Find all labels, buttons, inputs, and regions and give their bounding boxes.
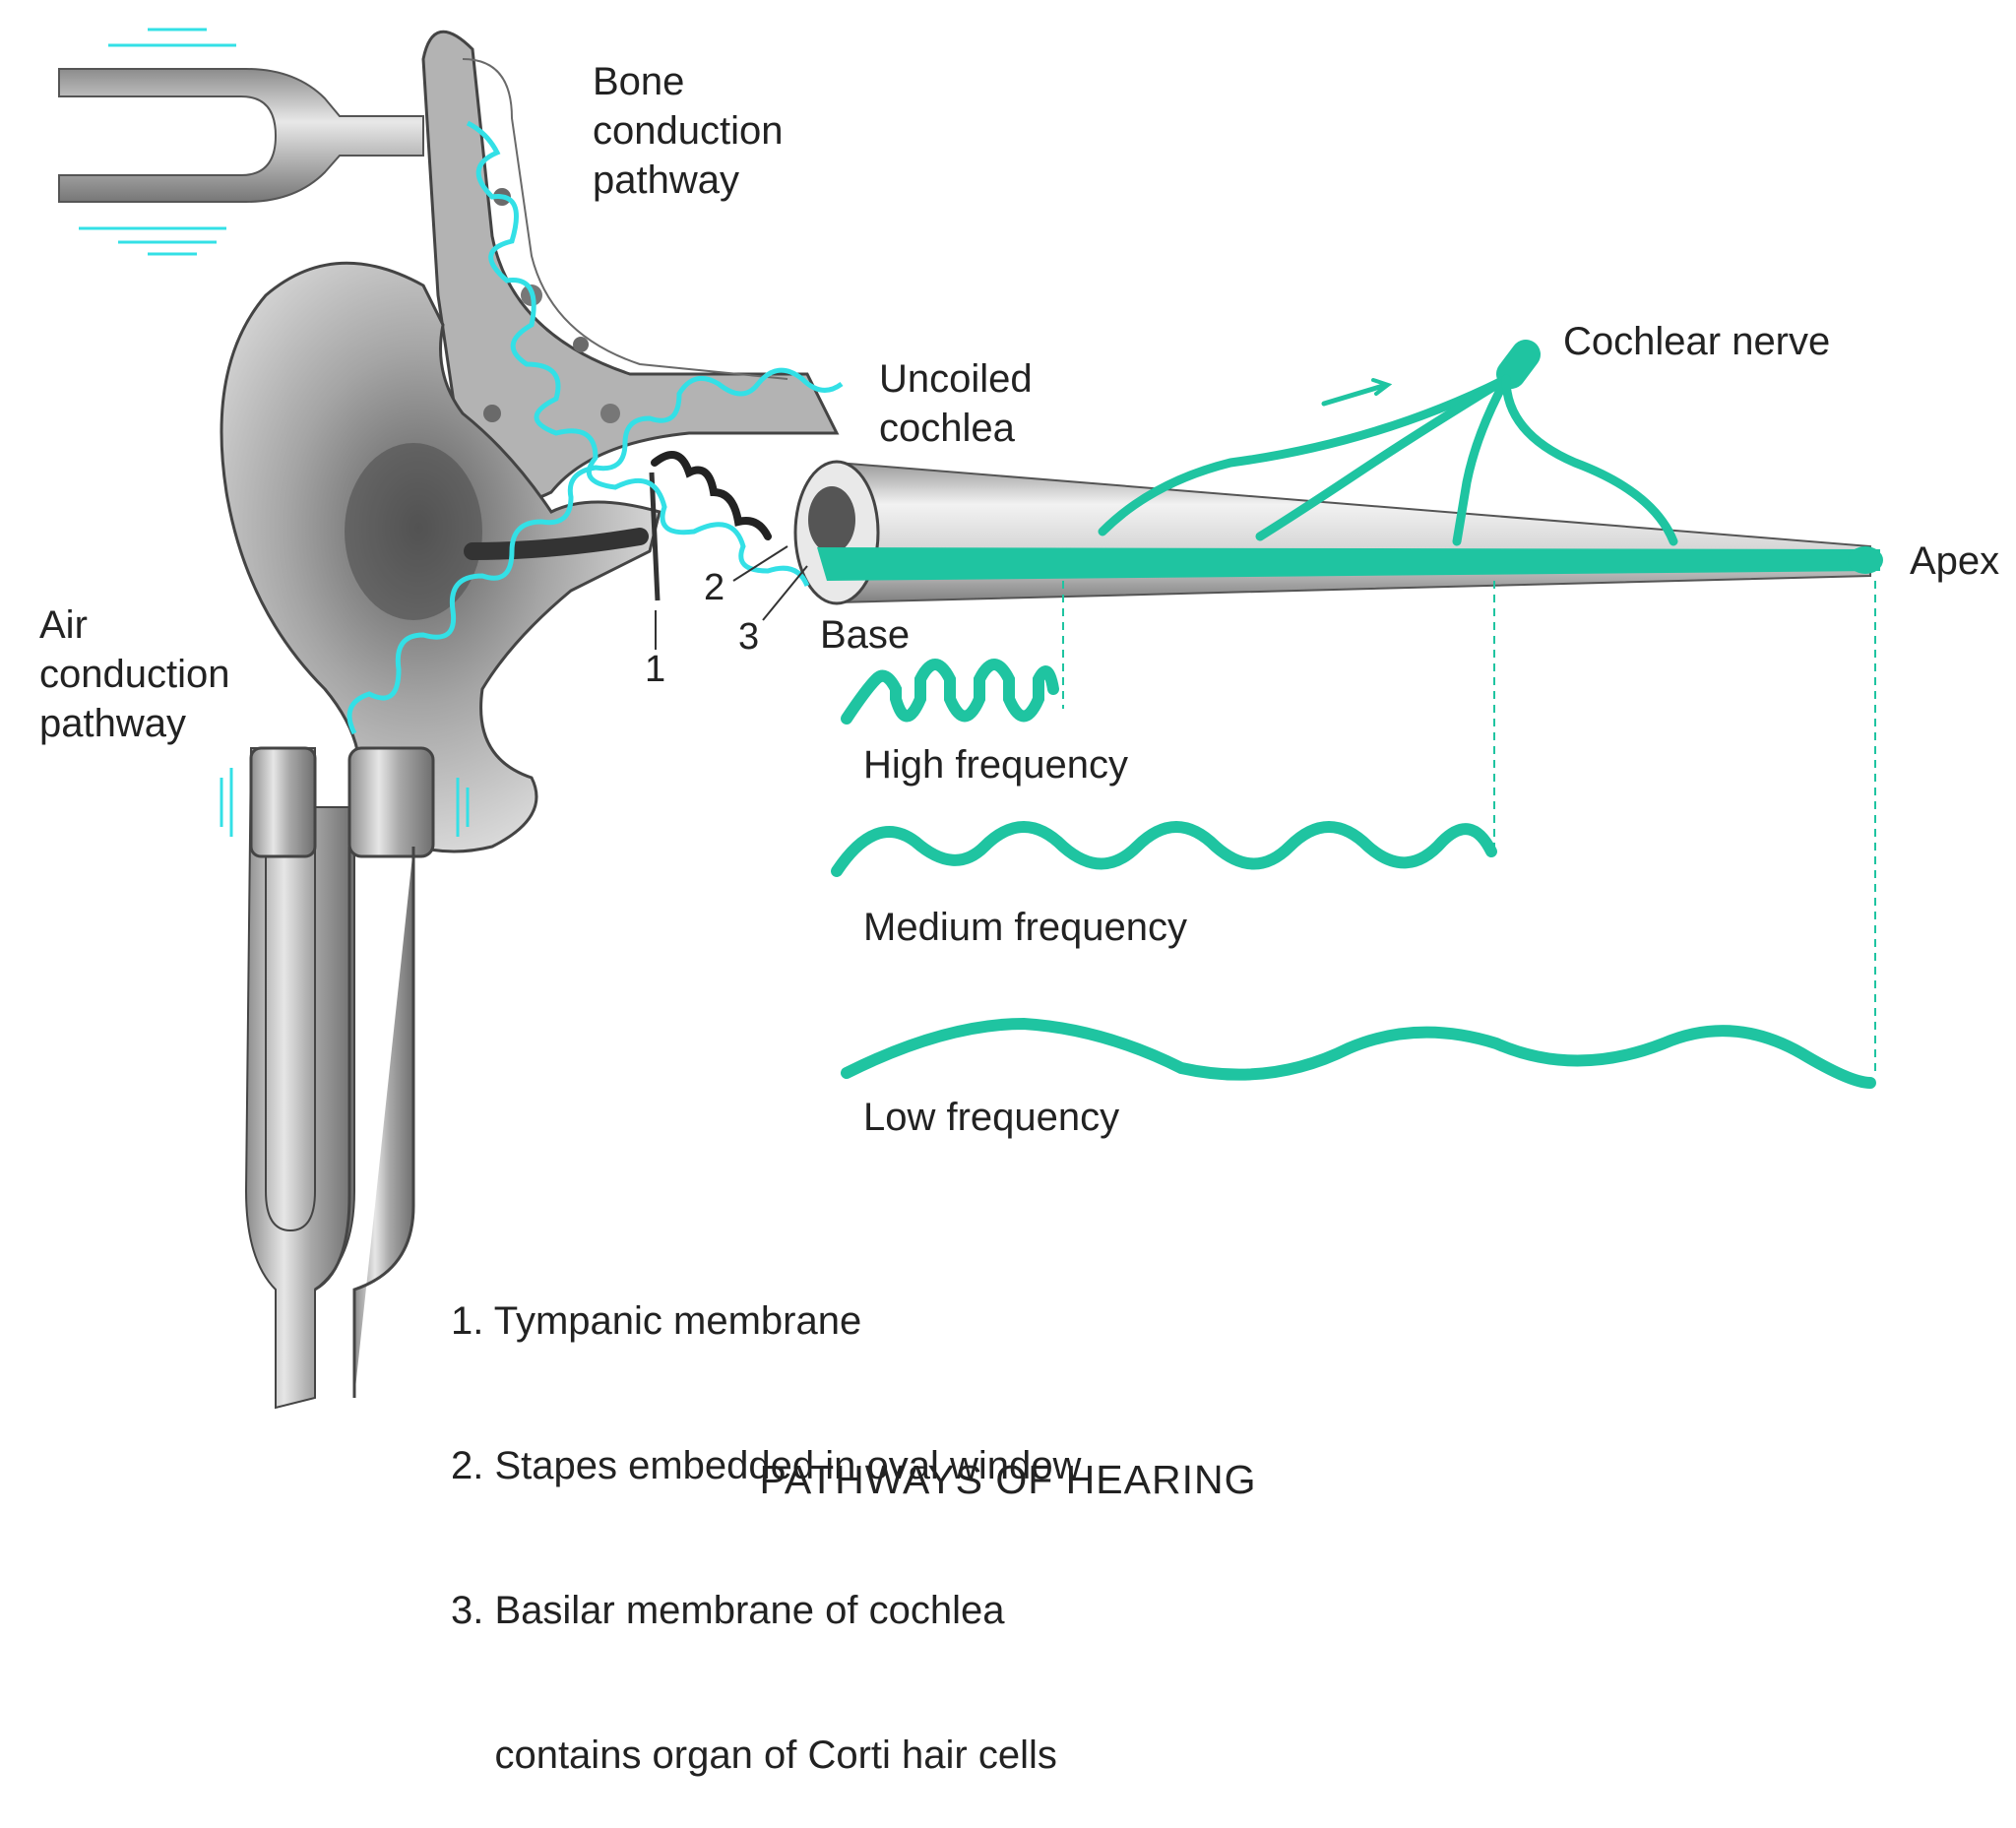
legend-item-2: 2. Stapes embedded in oval window [451,1444,1082,1487]
legend: 1. Tympanic membrane 2. Stapes embedded … [451,1201,1081,1828]
cochlea-icon [793,460,1883,605]
middle-ear-ossicles [649,451,772,601]
base-label: Base [820,613,911,657]
high-frequency-label: High frequency [863,743,1129,787]
tympanic-membrane [649,472,661,601]
high-frequency-wave [841,659,1059,725]
medium-frequency-wave [831,821,1497,877]
cochlear-nerve-label: Cochlear nerve [1563,320,1831,363]
legend-item-3: 3. Basilar membrane of cochlea [451,1589,1005,1632]
apex-label: Apex [1910,539,2000,583]
tuning-fork-top-icon [58,28,424,256]
number-2-label: 2 [704,567,725,608]
hearing-pathways-diagram [58,28,1883,1410]
leader-lines [655,545,808,650]
temporal-bone [421,30,840,504]
frequency-guides [1062,581,1876,1073]
bone-conduction-label: Bone conduction pathway [593,60,784,202]
bone-conduction-wave [466,120,810,588]
air-conduction-label: Air conduction pathway [39,603,230,745]
diagram-title: PATHWAYS OF HEARING [759,1457,1257,1502]
nerve-icon [1098,340,1678,546]
medium-frequency-label: Medium frequency [863,906,1188,949]
ear-icon [220,261,662,853]
legend-item-1: 1. Tympanic membrane [451,1299,862,1343]
number-1-label: 1 [645,649,666,690]
air-conduction-wave [346,367,844,735]
tuning-fork-bottom-icon [220,746,470,1410]
low-frequency-wave [841,1017,1876,1089]
number-3-label: 3 [738,616,760,658]
legend-item-3-cont: contains organ of Corti hair cells [451,1733,1057,1777]
uncoiled-cochlea-label: Uncoiled cochlea [879,357,1033,450]
low-frequency-label: Low frequency [863,1096,1120,1139]
